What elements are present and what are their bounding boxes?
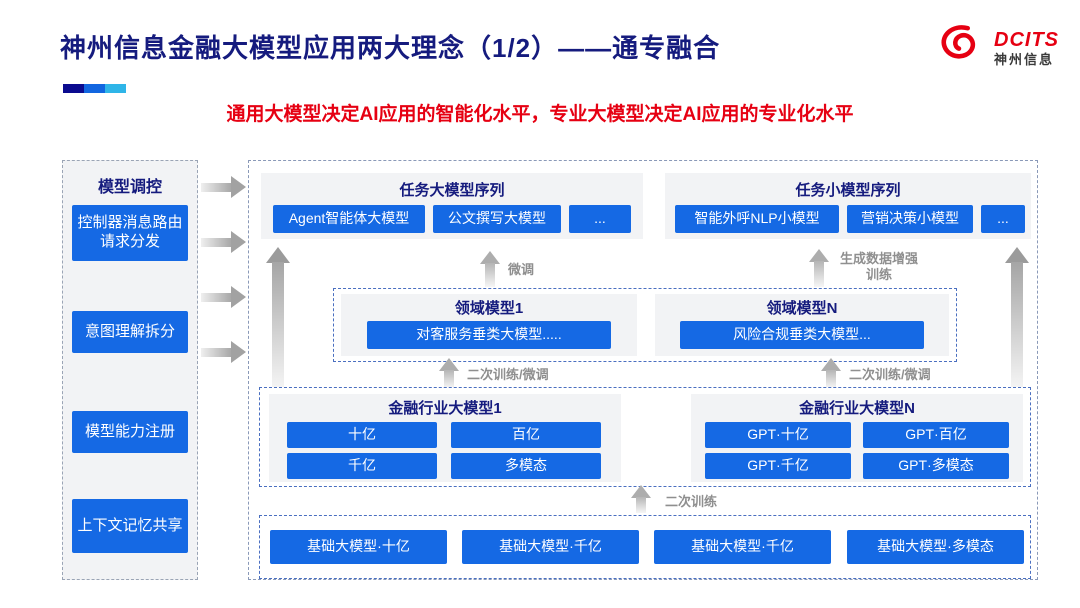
brand-name-cn: 神州信息 — [994, 51, 1055, 67]
industry-model-n-group: 金融行业大模型N GPT·十亿 GPT·百亿 GPT·千亿 GPT·多模态 — [691, 394, 1023, 482]
model-chip-more: ... — [981, 205, 1025, 233]
model-chip-billion: 十亿 — [287, 422, 437, 448]
brand-text: DCITS 神州信息 — [994, 30, 1059, 66]
group-title: 领域模型N — [766, 300, 838, 317]
sidebar-item-context: 上下文记忆共享 — [72, 499, 188, 553]
retrain-finetune-label: 二次训练/微调 — [849, 367, 931, 382]
group-title: 金融行业大模型N — [799, 400, 915, 417]
model-chip-risk-compliance: 风险合规垂类大模型... — [680, 321, 924, 349]
domain-model-n-group: 领域模型N 风险合规垂类大模型... — [655, 294, 949, 356]
finetune-label: 微调 — [508, 262, 535, 277]
model-chip-agent: Agent智能体大模型 — [273, 205, 425, 233]
deco-segment-cyan — [105, 84, 126, 93]
right-arrow-icon — [201, 231, 246, 253]
model-chip-more: ... — [569, 205, 631, 233]
model-chip-document: 公文撰写大模型 — [433, 205, 561, 233]
base-model-chip-multimodal: 基础大模型·多模态 — [847, 530, 1024, 564]
model-chip-gpt-billion: GPT·十亿 — [705, 422, 851, 448]
industry-model-1-group: 金融行业大模型1 十亿 百亿 千亿 多模态 — [269, 394, 621, 482]
sidebar-title: 模型调控 — [97, 179, 162, 196]
sidebar-item-register: 模型能力注册 — [72, 411, 188, 453]
deco-segment-navy — [63, 84, 84, 93]
up-arrow-icon — [480, 251, 500, 287]
brand-name-en: DCITS — [994, 28, 1059, 51]
up-arrow-icon — [1005, 247, 1029, 387]
base-model-chip-hundred-billion-2: 基础大模型·千亿 — [654, 530, 831, 564]
data-augment-label: 生成数据增强训练 — [839, 251, 918, 283]
page-title: 神州信息金融大模型应用两大理念（1/2）——通专融合 — [60, 33, 721, 63]
key-message: 通用大模型决定AI应用的智能化水平，专业大模型决定AI应用的专业化水平 — [226, 104, 854, 125]
model-chip-gpt-hundred-billion: GPT·千亿 — [705, 453, 851, 479]
model-chip-gpt-ten-billion: GPT·百亿 — [863, 422, 1009, 448]
up-arrow-icon — [266, 247, 290, 387]
base-models-box: 基础大模型·十亿 基础大模型·千亿 基础大模型·千亿 基础大模型·多模态 — [259, 515, 1031, 579]
dcits-swirl-icon — [938, 22, 988, 73]
model-chip-customer-service: 对客服务垂类大模型..... — [367, 321, 611, 349]
model-chip-marketing: 营销决策小模型 — [847, 205, 973, 233]
deco-segment-blue — [84, 84, 105, 93]
group-title: 任务大模型序列 — [399, 182, 505, 199]
right-arrow-icon — [201, 176, 246, 198]
right-arrow-icon — [201, 341, 246, 363]
up-arrow-icon — [821, 358, 841, 388]
up-arrow-icon — [439, 358, 459, 388]
model-control-sidebar: 模型调控 控制器消息路由请求分发 意图理解拆分 模型能力注册 上下文记忆共享 — [62, 160, 198, 580]
model-chip-gpt-multimodal: GPT·多模态 — [863, 453, 1009, 479]
sidebar-item-router: 控制器消息路由请求分发 — [72, 205, 188, 261]
group-title: 金融行业大模型1 — [388, 400, 502, 417]
retrain-finetune-label: 二次训练/微调 — [467, 367, 549, 382]
up-arrow-icon — [809, 249, 829, 287]
model-chip-hundred-billion: 千亿 — [287, 453, 437, 479]
retrain-label: 二次训练 — [665, 494, 718, 509]
task-large-model-group: 任务大模型序列 Agent智能体大模型 公文撰写大模型 ... — [261, 173, 643, 239]
task-small-model-group: 任务小模型序列 智能外呼NLP小模型 营销决策小模型 ... — [665, 173, 1031, 239]
domain-models-box: 领域模型1 对客服务垂类大模型..... 领域模型N 风险合规垂类大模型... — [333, 288, 957, 362]
group-title: 任务小模型序列 — [795, 182, 901, 199]
up-arrow-icon — [631, 485, 651, 513]
right-arrow-icon — [201, 286, 246, 308]
industry-models-box: 金融行业大模型1 十亿 百亿 千亿 多模态 金融行业大模型N GPT·十亿 GP… — [259, 387, 1031, 487]
base-model-chip-hundred-billion: 基础大模型·千亿 — [462, 530, 639, 564]
model-chip-multimodal: 多模态 — [451, 453, 601, 479]
brand-logo: DCITS 神州信息 — [938, 22, 1059, 73]
sidebar-item-intent: 意图理解拆分 — [72, 311, 188, 353]
model-chip-ten-billion: 百亿 — [451, 422, 601, 448]
architecture-container: 任务大模型序列 Agent智能体大模型 公文撰写大模型 ... 任务小模型序列 … — [248, 160, 1038, 580]
domain-model-1-group: 领域模型1 对客服务垂类大模型..... — [341, 294, 637, 356]
model-chip-nlp-call: 智能外呼NLP小模型 — [675, 205, 839, 233]
base-model-chip-billion: 基础大模型·十亿 — [270, 530, 447, 564]
group-title: 领域模型1 — [454, 300, 524, 317]
title-underline-bar — [63, 84, 126, 93]
